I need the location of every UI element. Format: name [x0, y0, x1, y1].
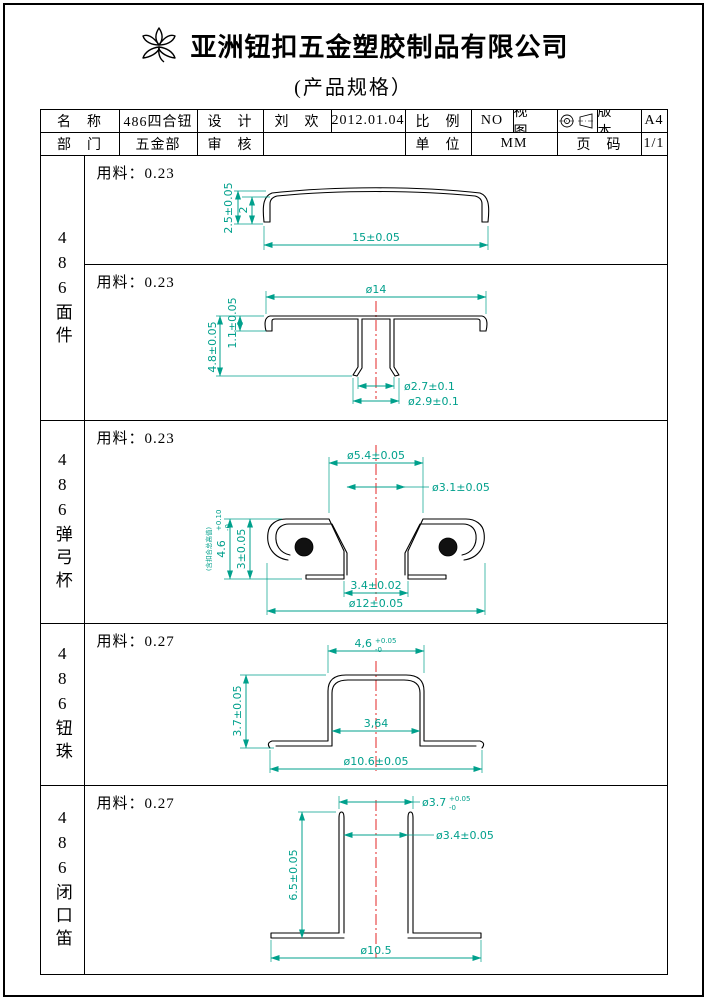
material-label-face-rivet: 用料：0.23: [96, 275, 175, 291]
field-page-value: 1/1: [640, 133, 667, 156]
material-label-face-cap: 用料：0.23: [96, 166, 175, 182]
dim-bead-height: 3.7±0.05: [231, 685, 244, 736]
company-logo-icon: [142, 27, 177, 63]
bead-dimensions: 4,6 +0.05 -0 3.7±0.05 3,64 ø10.6±0.05: [231, 637, 482, 773]
material-label-bead: 用料：0.27: [96, 634, 175, 650]
face-cap-part: [262, 187, 489, 223]
dim-tube-tol-lower: -0: [449, 804, 456, 812]
projection-symbol-cell: [556, 110, 597, 133]
drawing-sheet: 名 称 486四合钮 设 计 刘 欢 2012.01.04 比 例 NO 视 图: [39, 109, 668, 975]
field-review-label: 审 核: [196, 133, 263, 156]
bead-section-drawing: 4,6 +0.05 -0 3.7±0.05 3,64 ø10.6±0.05: [231, 637, 484, 773]
dim-total-tol-upper: +0.10: [215, 510, 223, 531]
face-rivet-dimensions: ø14 1.1±0.05 4.8±0.05 ø2.7±0.1 ø2.9±0.1: [206, 283, 486, 408]
spring-cup-dimensions: ø5.4±0.05 ø3.1±0.05 3±0.05 4.6 +0.10 -0 …: [204, 449, 490, 615]
field-unit-label: 单 位: [404, 133, 471, 156]
drawing-area-face-cap: 用料：0.23: [85, 156, 667, 264]
field-dept-value: 五金部: [118, 133, 197, 156]
spring-wire-right: [438, 537, 457, 557]
dim-total-height: 4.8±0.05: [206, 321, 219, 372]
field-page-label: 页 码: [556, 133, 641, 156]
section-button-bead: 486钮珠 用料：0.27: [40, 624, 667, 786]
tube-section-drawing: ø3.7 +0.05 -0 ø3.4±0.05 6.5±0.05 ø10.5: [269, 795, 494, 962]
dim-tube-inner-dia: ø3.4±0.05: [436, 829, 494, 842]
tube-part: [269, 811, 482, 939]
tube-dimensions: ø3.7 +0.05 -0 ø3.4±0.05 6.5±0.05 ø10.5: [270, 795, 494, 962]
part-label-cell-tube: 486闭口笛: [41, 786, 85, 974]
company-name: 亚洲钮扣五金塑胶制品有限公司: [190, 32, 569, 62]
info-row-2: 部 门 五金部 审 核 单 位 MM 页 码 1/1: [40, 133, 667, 156]
drawing-area-tube: 用料：0.27: [85, 786, 667, 974]
dim-bead-outer-dia: ø10.6±0.05: [343, 755, 408, 768]
dim-cap-width: 15±0.05: [352, 231, 400, 244]
dim-dome-tol-lower: -0: [375, 646, 382, 654]
dim-bead-inner-width: 3,64: [363, 717, 388, 730]
drawing-area-face-rivet: 用料：0.23: [84, 264, 667, 420]
field-name-label: 名 称: [40, 110, 119, 133]
field-name-value: 486四合钮: [118, 110, 197, 133]
drawing-area-spring-cup: 用料：0.23: [85, 421, 667, 623]
part-label-cell-bead: 486钮珠: [41, 624, 85, 785]
dim-outer-dia: ø12±0.05: [348, 597, 402, 610]
section-closed-tube: 486闭口笛 用料：0.27: [41, 786, 667, 974]
field-dept-label: 部 门: [40, 133, 119, 156]
field-scale-value: NO: [470, 110, 513, 133]
dim-wall-height: 3±0.05: [235, 529, 248, 570]
dim-dome-width: 4,6: [354, 637, 372, 650]
dim-total-tol-lower: -0: [224, 524, 232, 531]
dim-flange-height: 1.1±0.05: [226, 297, 239, 348]
dim-tube-flange-dia: ø10.5: [360, 944, 391, 957]
face-rivet-part: [264, 315, 487, 377]
dim-tube-height: 6.5±0.05: [287, 849, 300, 900]
face-rivet-section-drawing: ø14 1.1±0.05 4.8±0.05 ø2.7±0.1 ø2.9±0.1: [206, 283, 487, 408]
bead-part: [267, 674, 484, 749]
field-version-label: 版 本: [596, 110, 641, 133]
info-row-1: 名 称 486四合钮 设 计 刘 欢 2012.01.04 比 例 NO 视 图: [40, 110, 667, 133]
dim-slot-width: 3.4±0.02: [350, 579, 401, 592]
dim-cap-inner-height: 2: [237, 207, 250, 214]
spring-wire-left: [294, 537, 313, 557]
part-name-spring-cup: 486弹弓杯: [52, 450, 72, 594]
field-version-value: A4: [640, 110, 667, 133]
dim-cap-height: 2.5±0.05: [222, 182, 235, 233]
field-unit-value: MM: [470, 133, 557, 156]
field-scale-label: 比 例: [404, 110, 471, 133]
material-label-spring-cup: 用料：0.23: [96, 431, 175, 447]
field-designer: 刘 欢: [262, 110, 331, 133]
field-date: 2012.01.04: [330, 110, 405, 133]
part-name-tube: 486闭口笛: [52, 808, 72, 952]
part-name-bead: 486钮珠: [52, 644, 72, 765]
dim-total-height: 4.6: [215, 540, 228, 558]
dim-flare-dia: ø2.9±0.1: [408, 395, 459, 408]
dim-top-dia: ø5.4±0.05: [347, 449, 405, 462]
sheet-subtitle: (产品规格）: [294, 77, 413, 99]
drawing-area-bead: 用料：0.27: [85, 624, 667, 785]
material-label-tube: 用料：0.27: [96, 796, 175, 812]
page-frame: 亚洲钮扣五金塑胶制品有限公司 (产品规格） 名 称 486四合钮 设 计 刘 欢…: [3, 3, 704, 997]
dim-stem-dia: ø2.7±0.1: [404, 380, 455, 393]
field-view-label: 视 图: [512, 110, 557, 133]
dim-dome-tol-upper: +0.05: [375, 637, 396, 645]
spring-cup-part: [266, 518, 485, 580]
dim-tube-tol-upper: +0.05: [449, 795, 470, 803]
part-label-cell-face: 486面件: [41, 156, 85, 420]
field-design-label: 设 计: [196, 110, 263, 133]
face-cap-profile-drawing: 2.5±0.05 2 15±0.05: [222, 182, 489, 250]
dim-flange-dia: ø14: [365, 283, 386, 296]
part-name-face: 486面件: [52, 227, 72, 349]
title-block: 亚洲钮扣五金塑胶制品有限公司 (产品规格）: [5, 23, 702, 100]
spring-cup-section-drawing: ø5.4±0.05 ø3.1±0.05 3±0.05 4.6 +0.10 -0 …: [204, 445, 490, 615]
face-cap-dimensions: 2.5±0.05 2 15±0.05: [222, 182, 488, 250]
section-face-piece: 486面件 用料：0.23: [40, 156, 667, 421]
dim-inner-dia: ø3.1±0.05: [432, 481, 490, 494]
projection-symbol-icon: [559, 113, 594, 129]
field-review-value: [262, 133, 405, 156]
dim-total-note: (含扣合总高值): [204, 527, 213, 571]
dim-tube-outer-dia: ø3.7: [422, 796, 446, 809]
part-label-cell-spring-cup: 486弹弓杯: [41, 421, 85, 623]
section-spring-cup: 486弹弓杯 用料：0.23: [40, 421, 667, 624]
